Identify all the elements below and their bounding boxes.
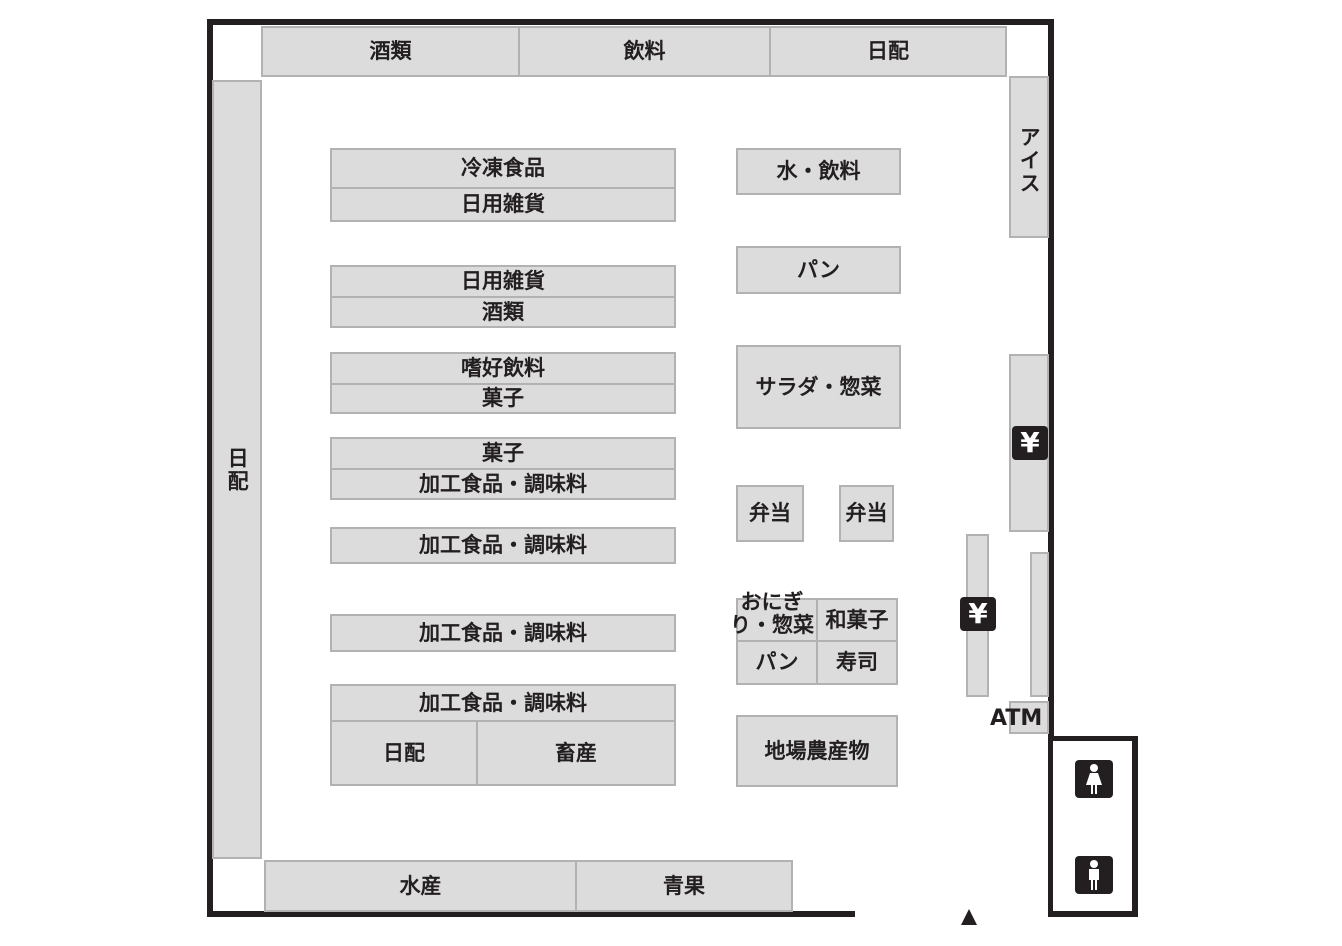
shelf-bento-1[interactable]: 弁当: [736, 485, 804, 542]
shelf-label: 加工食品・調味料: [419, 690, 587, 715]
yen-icon: ¥: [1012, 426, 1048, 460]
shelf-label: 弁当: [749, 501, 791, 526]
atm-machine[interactable]: [1009, 701, 1049, 734]
aisle-2-bottom[interactable]: 酒類: [330, 296, 676, 328]
aisle-4-top[interactable]: 菓子: [330, 437, 676, 470]
shelf-label: 日配: [867, 39, 909, 64]
shelf-label: 日配: [225, 446, 250, 493]
shelf-water-drinks[interactable]: 水・飲料: [736, 148, 901, 195]
shelf-label: 酒類: [482, 299, 524, 324]
wall-restroom-left: [1048, 736, 1053, 917]
wall-left: [207, 19, 213, 917]
wall-restroom-bottom: [1048, 911, 1138, 917]
shelf-label: 日配: [383, 740, 425, 765]
aisle-1-top[interactable]: 冷凍食品: [330, 148, 676, 189]
wall-top: [207, 19, 1054, 25]
wall-restroom-right: [1132, 736, 1138, 917]
woman-icon[interactable]: [1075, 760, 1113, 798]
shelf-top-daily[interactable]: 日配: [769, 26, 1007, 77]
shelf-label: 菓子: [482, 386, 524, 411]
aisle-3-bottom[interactable]: 菓子: [330, 383, 676, 414]
shelf-label: 嗜好飲料: [461, 356, 545, 381]
aisle-3-top[interactable]: 嗜好飲料: [330, 352, 676, 385]
shelf-label: 水産: [399, 873, 442, 898]
shelf-label: 加工食品・調味料: [419, 533, 587, 558]
yen-icon: ¥: [960, 597, 996, 631]
shelf-bottom-produce[interactable]: 青果: [575, 860, 793, 912]
aisle-7-top[interactable]: 加工食品・調味料: [330, 684, 676, 722]
shelf-left-daily[interactable]: 日配: [212, 80, 262, 859]
aisle-5[interactable]: 加工食品・調味料: [330, 527, 676, 564]
shelf-label: 水・飲料: [776, 159, 861, 184]
counter-back[interactable]: [1030, 552, 1049, 697]
aisle-1-bottom[interactable]: 日用雑貨: [330, 187, 676, 222]
shelf-bottom-seafood[interactable]: 水産: [264, 860, 577, 912]
shelf-label: 寿司: [836, 650, 878, 675]
shelf-label: アイス: [1017, 126, 1042, 195]
aisle-7-bottom-right[interactable]: 畜産: [476, 720, 676, 786]
wall-bottom: [207, 911, 855, 917]
aisle-7-bottom-left[interactable]: 日配: [330, 720, 478, 786]
atm-label: ATM: [990, 706, 1043, 731]
shelf-label: 菓子: [482, 441, 524, 466]
shelf-label: 加工食品・調味料: [419, 471, 587, 496]
aisle-2-top[interactable]: 日用雑貨: [330, 265, 676, 298]
aisle-4-bottom[interactable]: 加工食品・調味料: [330, 468, 676, 500]
shelf-label: サラダ・惣菜: [755, 374, 882, 399]
shelf-sushi[interactable]: 寿司: [816, 640, 898, 685]
shelf-label: 畜産: [555, 740, 597, 765]
shelf-label: 和菓子: [825, 607, 889, 632]
man-icon[interactable]: [1075, 856, 1113, 894]
aisle-6[interactable]: 加工食品・調味料: [330, 614, 676, 652]
shelf-bread[interactable]: パン: [736, 246, 901, 294]
shelf-label: 飲料: [623, 39, 666, 64]
shelf-label: 酒類: [369, 39, 412, 64]
shelf-label: 冷凍食品: [461, 156, 545, 181]
shelf-top-sake[interactable]: 酒類: [261, 26, 520, 77]
entrance-triangle-icon: [961, 909, 977, 925]
wall-restroom-top: [1048, 736, 1138, 741]
shelf-bread-2[interactable]: パン: [736, 640, 818, 685]
shelf-label: 日用雑貨: [461, 269, 545, 294]
shelf-top-drinks[interactable]: 飲料: [518, 26, 771, 77]
shelf-label: 弁当: [845, 501, 888, 526]
shelf-local-produce[interactable]: 地場農産物: [736, 715, 898, 787]
shelf-right-ice[interactable]: アイス: [1009, 76, 1049, 238]
shelf-label: パン: [796, 257, 841, 282]
shelf-bento-2[interactable]: 弁当: [839, 485, 894, 542]
shelf-label: 地場農産物: [764, 738, 870, 763]
shelf-salad-deli[interactable]: サラダ・惣菜: [736, 345, 901, 429]
shelf-label: パン: [755, 650, 799, 675]
shelf-wagashi[interactable]: 和菓子: [816, 598, 898, 642]
shelf-label: 青果: [663, 873, 705, 898]
shelf-label: 日用雑貨: [461, 192, 545, 217]
onigiri-label: おにぎり・惣菜: [730, 590, 814, 638]
shelf-label: 加工食品・調味料: [419, 620, 587, 645]
wall-right: [1048, 19, 1054, 741]
